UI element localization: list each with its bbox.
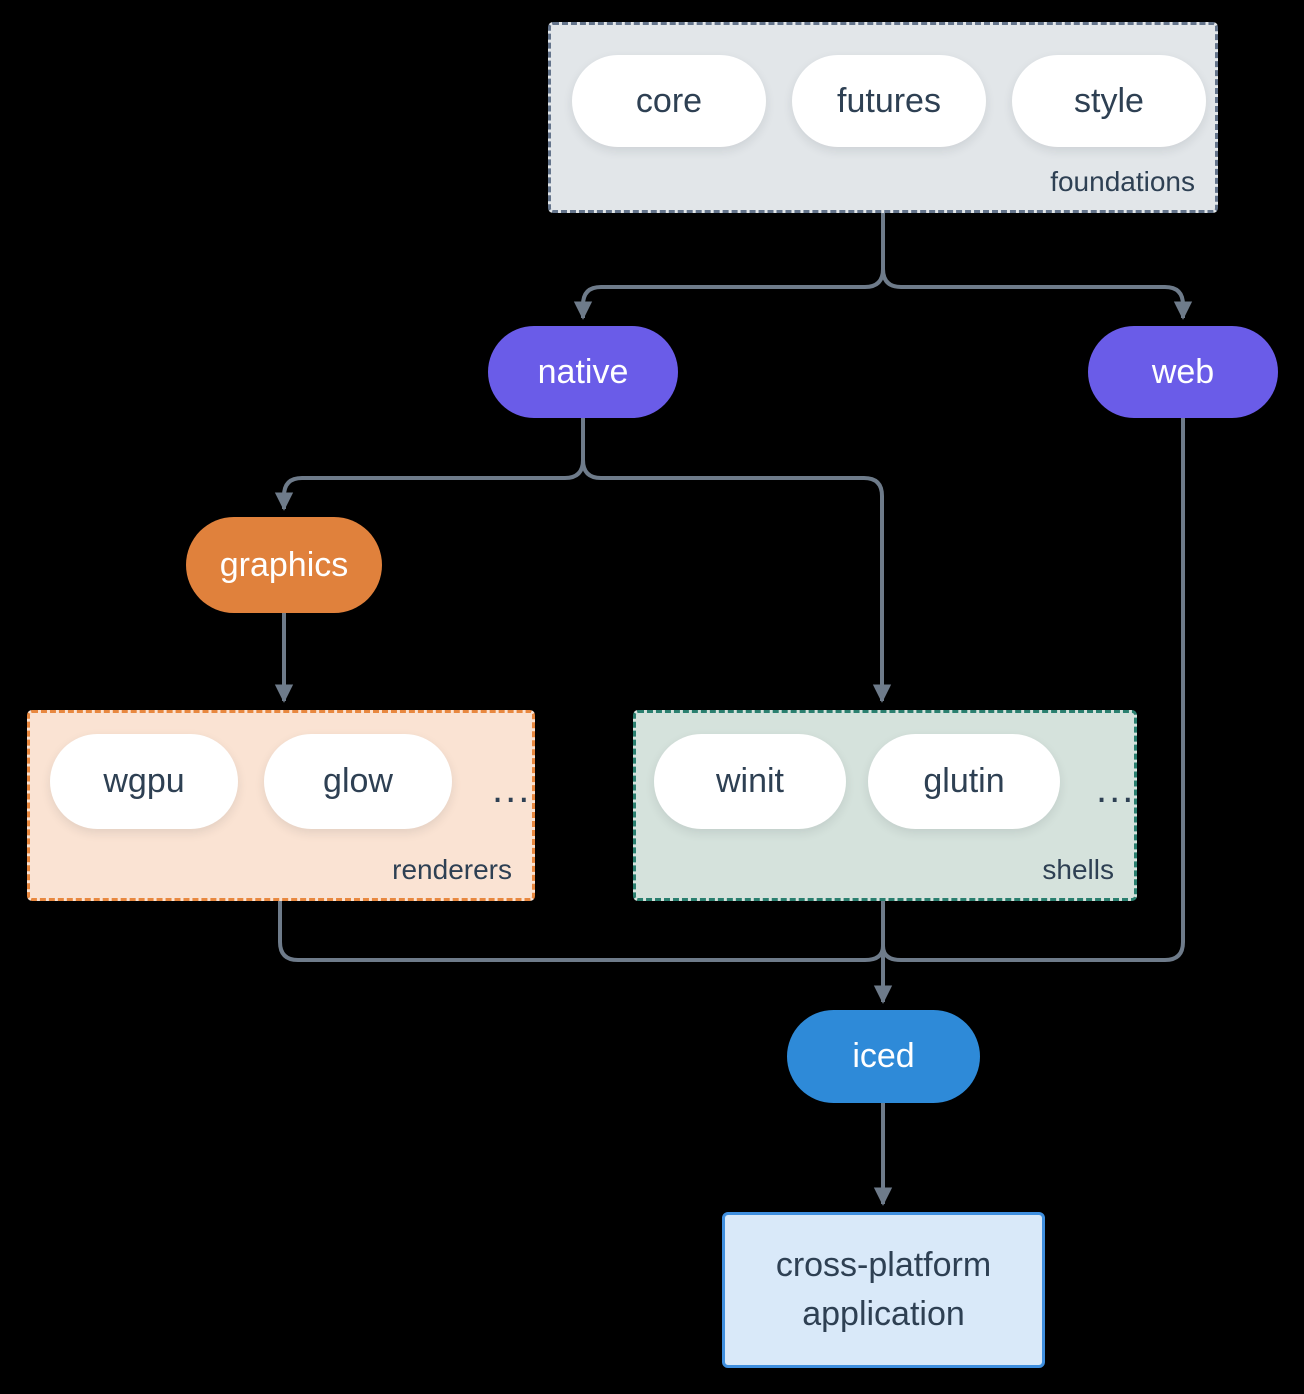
edge-web-to-merge — [881, 418, 1185, 962]
foundations-pill-row: core futures style — [572, 55, 1206, 147]
node-winit: winit — [654, 734, 846, 829]
node-application-label: cross-platform application — [775, 1245, 992, 1333]
node-core: core — [572, 55, 766, 147]
node-core-label: core — [635, 81, 703, 120]
node-native: native — [488, 326, 678, 418]
node-glow: glow — [264, 734, 452, 829]
node-glutin-label: glutin — [923, 762, 1005, 800]
node-futures: futures — [792, 55, 986, 147]
node-wgpu-label: wgpu — [103, 762, 185, 800]
node-iced: iced — [787, 1010, 980, 1103]
edge-foundations-to-web — [881, 213, 1193, 320]
edge-foundations-to-native — [573, 213, 885, 320]
group-foundations-caption: foundations — [1050, 166, 1195, 197]
shells-pill-row: winit glutin ... — [654, 734, 1135, 829]
node-graphics-label: graphics — [219, 545, 349, 584]
edge-native-to-graphics — [274, 418, 585, 511]
node-iced-label: iced — [852, 1037, 915, 1075]
node-graphics: graphics — [186, 517, 382, 613]
node-style-label: style — [1074, 81, 1144, 120]
renderers-ellipsis: ... — [492, 767, 532, 811]
edge-renderers-to-merge — [278, 901, 885, 962]
node-wgpu: wgpu — [50, 734, 238, 829]
group-foundations: core futures style foundations — [548, 22, 1218, 213]
group-shells: winit glutin ... shells — [633, 710, 1137, 901]
node-native-label: native — [537, 352, 629, 391]
node-glutin: glutin — [868, 734, 1060, 829]
node-futures-label: futures — [837, 81, 941, 120]
node-web: web — [1088, 326, 1278, 418]
renderers-pill-row: wgpu glow ... — [50, 734, 531, 829]
group-shells-caption: shells — [1042, 854, 1114, 885]
node-glow-label: glow — [323, 762, 393, 800]
node-winit-label: winit — [715, 762, 785, 800]
node-cross-platform-application: cross-platform application — [722, 1212, 1045, 1368]
node-web-label: web — [1151, 352, 1215, 391]
group-renderers: wgpu glow ... renderers — [27, 710, 535, 901]
group-renderers-caption: renderers — [392, 854, 512, 885]
node-style: style — [1012, 55, 1206, 147]
shells-ellipsis: ... — [1096, 767, 1136, 811]
edge-native-to-shells — [581, 418, 892, 703]
